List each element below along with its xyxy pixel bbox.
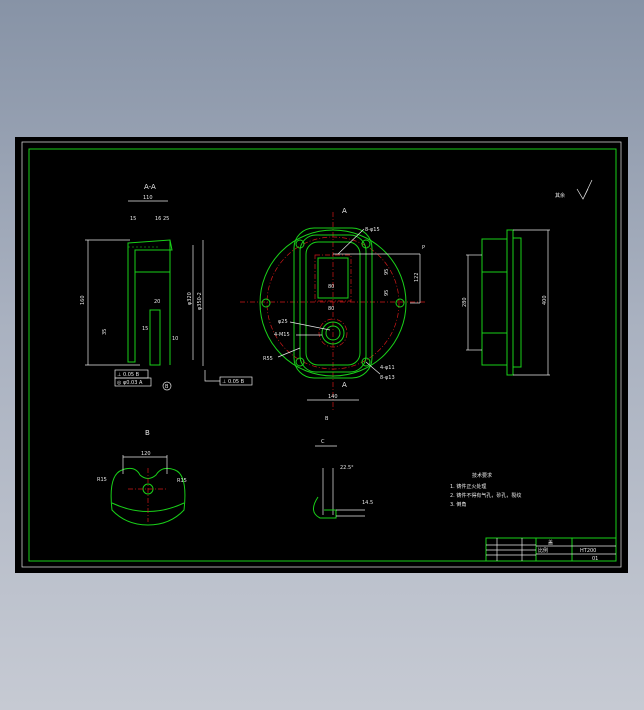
dim: 160 xyxy=(80,295,86,305)
dim: 15 xyxy=(142,326,148,332)
tech-requirement: 2. 铸件不得有气孔，砂孔，裂纹 xyxy=(450,492,521,499)
section-title: A-A xyxy=(144,183,156,191)
dim: φ350-2 xyxy=(197,292,203,310)
drawing-number: 01 xyxy=(592,556,598,562)
drawing-frame xyxy=(28,148,617,562)
dim: 15 xyxy=(130,216,136,222)
dim: 95 xyxy=(384,290,390,296)
section-view-a-a: A-A 110 15 16 25 160 φ320 φ350-2 20 15 1… xyxy=(80,183,253,391)
material: HT200 xyxy=(580,548,596,554)
dim: 14.5 xyxy=(362,500,373,506)
dim: 16 xyxy=(155,216,161,222)
dim: φ320 xyxy=(187,292,193,305)
scale-label: 比例 xyxy=(538,547,548,554)
section-mark: A xyxy=(342,381,347,389)
title-block: 盖 比例 HT200 01 xyxy=(485,537,617,562)
datum-label: B xyxy=(165,384,169,390)
dim: R15 xyxy=(97,477,107,483)
tech-requirements-title: 技术要求 xyxy=(472,472,492,479)
detail-c: C 22.5° 14.5 xyxy=(313,439,373,519)
dim: 20 xyxy=(154,299,160,305)
geometric-tolerance: ◎ φ0.03 A xyxy=(117,380,143,386)
dim: φ25 xyxy=(278,319,288,325)
geometric-tolerance: ⊥ 0.05 B xyxy=(117,372,140,378)
dim: 35 xyxy=(102,329,108,335)
dim: P xyxy=(422,245,425,251)
view-title: C xyxy=(321,439,325,445)
side-view: 其余 400 280 xyxy=(462,179,593,376)
part-name: 盖 xyxy=(548,539,553,546)
dim: R55 xyxy=(263,356,273,362)
dim: 280 xyxy=(462,297,468,307)
dim: 25 xyxy=(163,216,169,222)
dim: 110 xyxy=(143,195,153,201)
tech-requirements: 技术要求 1. 铸件正火处理 2. 铸件不得有气孔，砂孔，裂纹 3. 倒角 xyxy=(450,472,521,508)
section-mark: A xyxy=(342,207,347,215)
view-b: B 120 R15 R15 xyxy=(97,429,187,526)
dim: 22.5° xyxy=(340,465,354,471)
dim: 400 xyxy=(542,295,548,305)
dim: 4-M15 xyxy=(274,332,290,338)
dim: 120 xyxy=(141,451,151,457)
geometric-tolerance: ⊥ 0.05 B xyxy=(222,379,245,385)
dim: 80 xyxy=(328,284,334,290)
dim: 8-φ13 xyxy=(380,375,395,381)
roughness-note: 其余 xyxy=(555,192,565,199)
dim: 122 xyxy=(414,272,420,282)
cad-drawing-canvas[interactable] xyxy=(15,137,628,573)
dim: 140 xyxy=(328,394,338,400)
roughness-symbol xyxy=(576,179,593,200)
dim: 8-φ15 xyxy=(365,227,380,233)
datum-label: B xyxy=(325,416,329,422)
plan-view: A A 8-φ15 P 122 95 95 80 80 φ25 4-M15 R5… xyxy=(240,207,425,422)
tech-requirement: 1. 铸件正火处理 xyxy=(450,483,486,490)
dim: 10 xyxy=(172,336,178,342)
sheet-border xyxy=(21,141,622,568)
dim: 95 xyxy=(384,269,390,275)
dim: 4-φ11 xyxy=(380,365,395,371)
view-title: B xyxy=(145,429,150,437)
tech-requirement: 3. 倒角 xyxy=(450,501,466,508)
dim: R15 xyxy=(177,478,187,484)
dim: 80 xyxy=(328,306,334,312)
